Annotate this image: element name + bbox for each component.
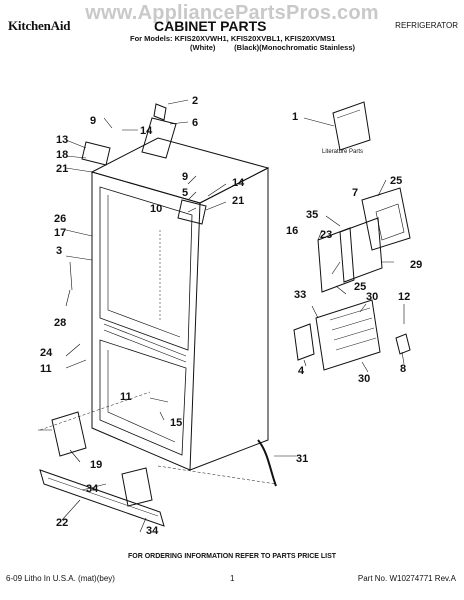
callout-25b: 25 xyxy=(354,281,366,293)
callout-11b: 11 xyxy=(120,391,132,403)
callout-18: 18 xyxy=(56,149,68,161)
callout-3: 3 xyxy=(56,245,62,257)
litho-note: 6-09 Litho In U.S.A. (mat)(bey) xyxy=(6,574,115,583)
callout-22: 22 xyxy=(56,517,68,529)
callout-17: 17 xyxy=(54,227,66,239)
callout-30b: 30 xyxy=(358,373,370,385)
callout-13: 13 xyxy=(56,134,68,146)
callout-29: 29 xyxy=(410,259,422,271)
callout-21: 21 xyxy=(56,163,68,175)
page-title: CABINET PARTS xyxy=(154,18,267,34)
callout-31: 31 xyxy=(296,453,308,465)
callout-5: 5 xyxy=(182,187,188,199)
callout-25: 25 xyxy=(390,175,402,187)
callout-34b: 34 xyxy=(146,525,159,537)
callout-24: 24 xyxy=(40,347,53,359)
callout-16: 16 xyxy=(286,225,298,237)
model-variants-line: (White) (Black)(Monochromatic Stainless) xyxy=(190,43,356,52)
callout-7: 7 xyxy=(352,187,358,199)
callout-14: 14 xyxy=(140,125,153,137)
callout-15: 15 xyxy=(170,417,182,429)
callout-35: 35 xyxy=(306,209,318,221)
ordering-note: FOR ORDERING INFORMATION REFER TO PARTS … xyxy=(127,553,337,560)
callout-11: 11 xyxy=(40,363,52,375)
literature-parts-label: Literature Parts xyxy=(322,149,363,155)
callout-30: 30 xyxy=(366,291,378,303)
callout-numbers: 2 6 9 14 13 18 21 5 9 14 10 21 17 26 1 2… xyxy=(40,95,422,537)
callout-10: 10 xyxy=(150,203,162,215)
callout-33: 33 xyxy=(294,289,306,301)
callout-26: 26 xyxy=(54,213,66,225)
callout-9b: 9 xyxy=(182,171,188,183)
page-number: 1 xyxy=(230,574,235,583)
callout-21b: 21 xyxy=(232,195,244,207)
brand-logo: KitchenAid xyxy=(8,18,71,33)
callout-9: 9 xyxy=(90,115,96,127)
watermark-text: www.AppliancePartsPros.com xyxy=(85,2,379,24)
callout-34: 34 xyxy=(86,483,99,495)
models-line: For Models: KFIS20XVWH1, KFIS20XVBL1, KF… xyxy=(130,34,336,43)
callout-12: 12 xyxy=(398,291,410,303)
callout-4: 4 xyxy=(298,365,305,377)
callout-8: 8 xyxy=(400,363,406,375)
document-type: REFRIGERATOR xyxy=(395,21,458,30)
page-header: KitchenAid CABINET PARTS REFRIGERATOR xyxy=(4,18,460,34)
callout-2: 2 xyxy=(192,95,198,107)
callout-28: 28 xyxy=(54,317,66,329)
callout-14b: 14 xyxy=(232,177,245,189)
callout-19: 19 xyxy=(90,459,102,471)
callout-23: 23 xyxy=(320,229,332,241)
callout-1: 1 xyxy=(292,111,298,123)
part-number: Part No. W10274771 Rev.A xyxy=(357,574,456,583)
callout-6: 6 xyxy=(192,117,198,129)
